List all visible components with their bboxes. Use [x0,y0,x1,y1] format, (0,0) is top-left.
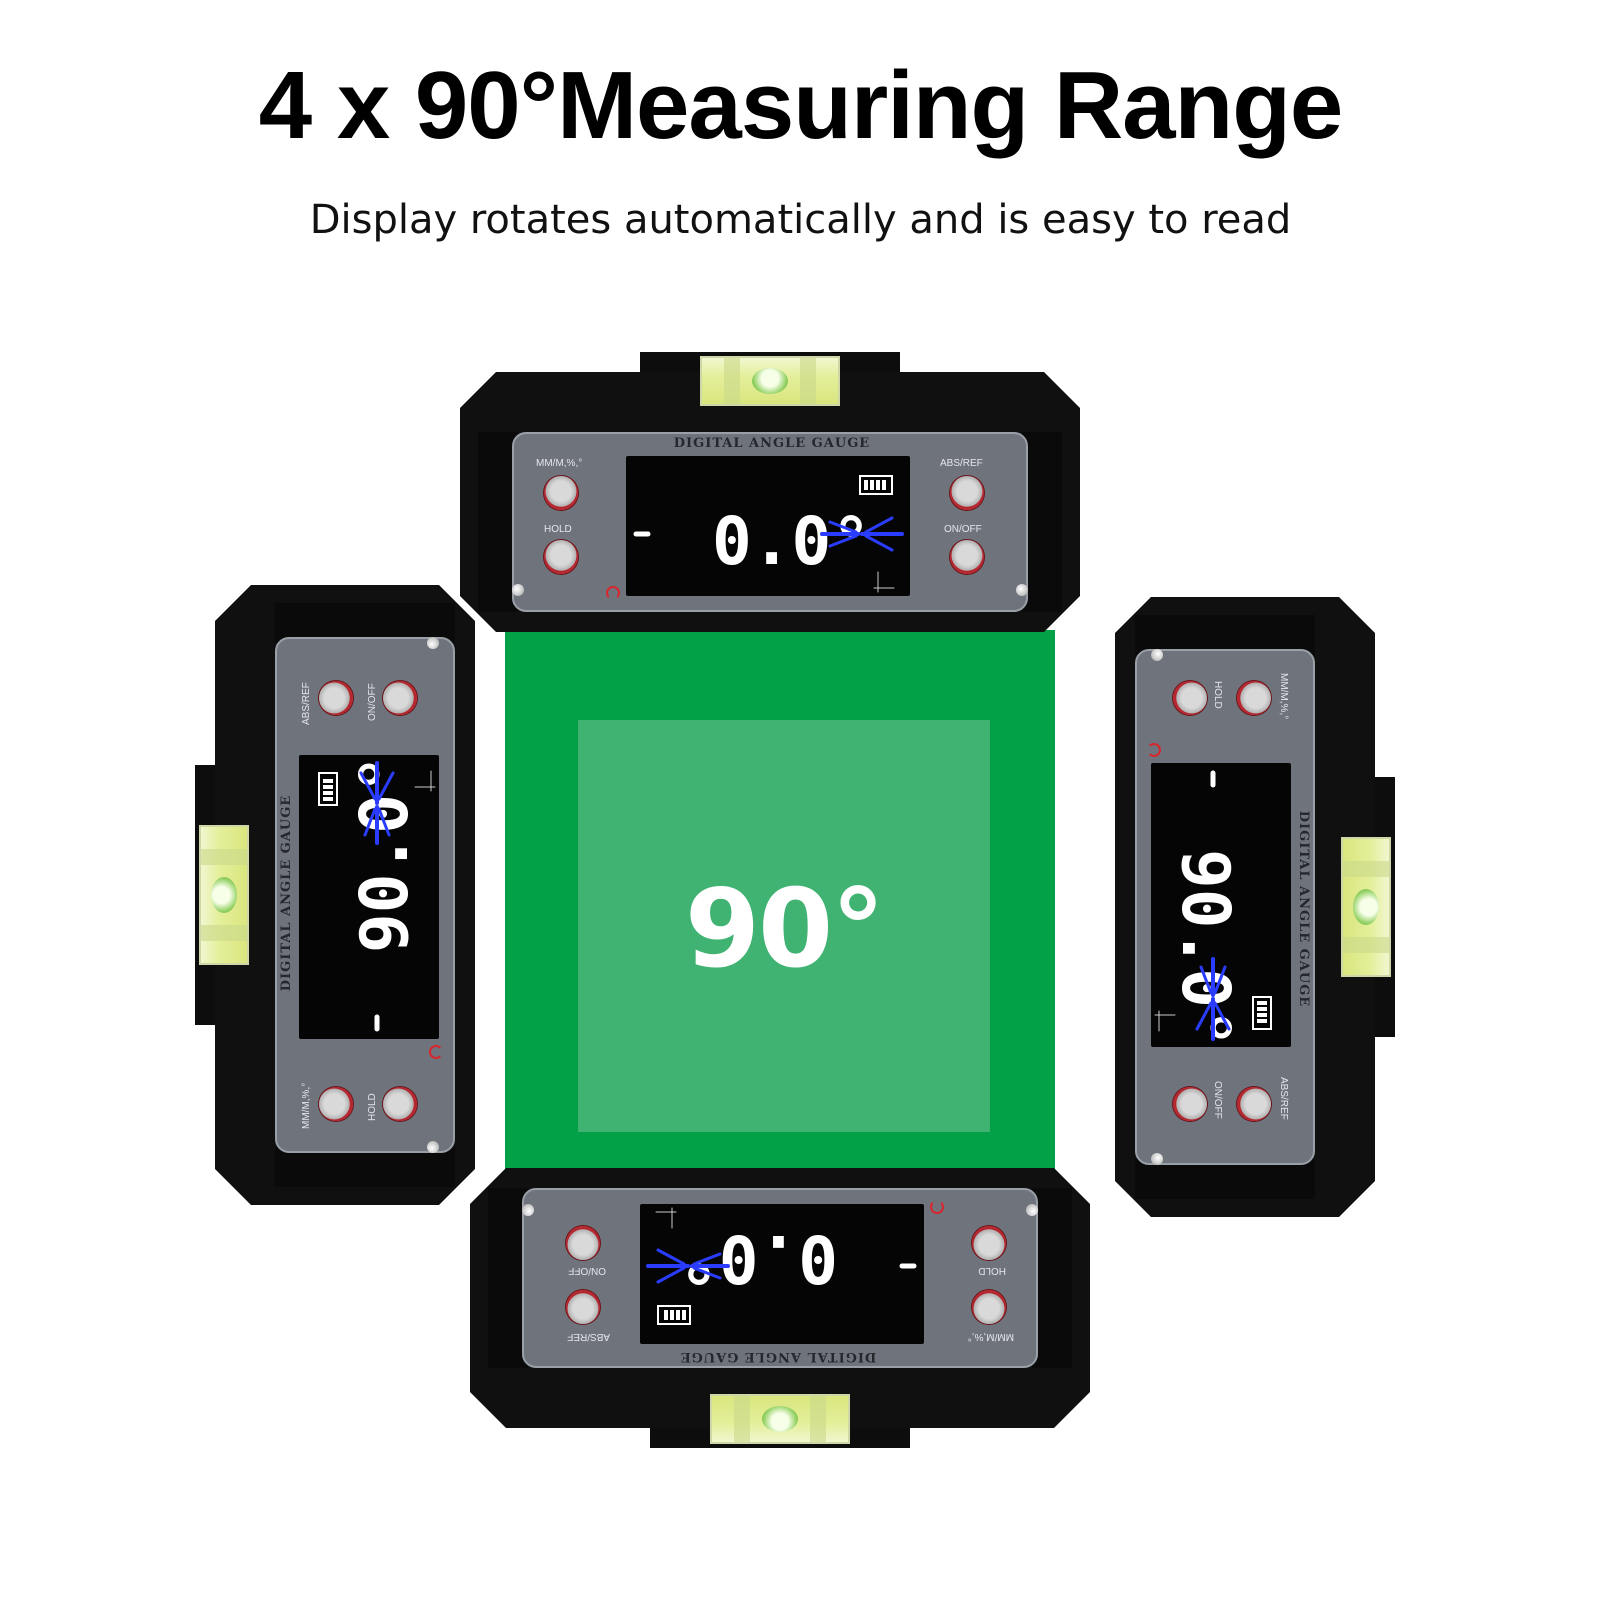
unit-button-label: MM/M,%,° [1278,673,1289,720]
lcd-reading-value: 90.0° [346,755,423,953]
lcd-readout: 0.0° [633,475,904,593]
onoff-button-label: ON/OFF [944,524,982,535]
screw-icon [1151,649,1163,661]
absref-button-label: ABS/REF [301,682,312,725]
unit-button[interactable] [972,1290,1006,1324]
battery-icon [657,1305,691,1325]
battery-icon [318,772,338,806]
onoff-button-label: ON/OFF [568,1265,606,1276]
angle-label: 90° [684,866,885,992]
spirit-level-icon [710,1394,850,1444]
lcd-reading-value: 0.0° [679,1220,838,1297]
screw-icon [427,1141,439,1153]
spirit-level-icon [1341,837,1391,977]
gauge-bottom: DIGITAL ANGLE GAUGE MM/M,%,° HOLD ABS/RE… [470,1158,1090,1448]
headline: 4 x 90°Measuring Range [258,52,1343,159]
hold-button[interactable] [383,1087,417,1121]
magnet-icon [930,1200,944,1214]
absref-button[interactable] [566,1290,600,1324]
battery-icon [1252,996,1272,1030]
lcd-display: 90.0° [299,755,439,1039]
unit-button[interactable] [1237,681,1271,715]
gauge-faceplate: DIGITAL ANGLE GAUGE MM/M,%,° HOLD ABS/RE… [275,637,455,1153]
screw-icon [1151,1153,1163,1165]
gauge-foot-left [478,432,518,612]
onoff-button[interactable] [383,681,417,715]
onoff-button[interactable] [1173,1087,1207,1121]
lcd-readout: 90.0° [318,755,436,1032]
hold-button-label: HOLD [544,524,572,535]
gauge-right: DIGITAL ANGLE GAUGE MM/M,%,° HOLD ABS/RE… [1105,597,1395,1217]
screw-icon [427,637,439,649]
gauge-faceplate: DIGITAL ANGLE GAUGE MM/M,%,° HOLD ABS/RE… [512,432,1028,612]
screw-icon [522,1204,534,1216]
subheadline: Display rotates automatically and is eas… [309,197,1292,243]
gauge-foot-left [1032,1188,1072,1368]
gauge-left: DIGITAL ANGLE GAUGE MM/M,%,° HOLD ABS/RE… [195,585,485,1205]
lcd-display: 90.0° [1151,763,1291,1047]
green-square-inner: 90° [578,720,990,1132]
unit-button[interactable] [544,476,578,510]
gauge-foot-right [1022,432,1062,612]
hold-button[interactable] [1173,681,1207,715]
lcd-display: 0.0° [626,456,910,596]
lcd-readout: 0.0° [646,1207,917,1325]
absref-button-label: ABS/REF [1278,1077,1289,1120]
magnet-icon [606,586,620,600]
magnet-icon [429,1045,443,1059]
magnet-icon [1147,743,1161,757]
brand-text: DIGITAL ANGLE GAUGE [679,1349,877,1364]
onoff-button-label: ON/OFF [367,683,378,721]
unit-button-label: MM/M,%,° [536,458,583,469]
lcd-readout: 90.0° [1154,770,1272,1047]
lcd-reading-value: 90.0° [1167,849,1244,1047]
screw-icon [512,584,524,596]
spirit-level-icon [700,356,840,406]
unit-button[interactable] [319,1087,353,1121]
brand-text: DIGITAL ANGLE GAUGE [1296,810,1311,1008]
onoff-button[interactable] [950,540,984,574]
hold-button-label: HOLD [367,1093,378,1121]
brand-text: DIGITAL ANGLE GAUGE [279,794,294,992]
absref-button-label: ABS/REF [940,458,983,469]
absref-button[interactable] [950,476,984,510]
hold-button-label: HOLD [1212,681,1223,709]
gauge-foot-right [1135,1159,1315,1199]
absref-button[interactable] [1237,1087,1271,1121]
battery-icon [859,475,893,495]
absref-button-label: ABS/REF [567,1331,610,1342]
screw-icon [1016,584,1028,596]
spirit-level-icon [199,825,249,965]
hold-button-label: HOLD [978,1265,1006,1276]
gauge-faceplate: DIGITAL ANGLE GAUGE MM/M,%,° HOLD ABS/RE… [522,1188,1038,1368]
gauge-faceplate: DIGITAL ANGLE GAUGE MM/M,%,° HOLD ABS/RE… [1135,649,1315,1165]
onoff-button-label: ON/OFF [1212,1081,1223,1119]
onoff-button[interactable] [566,1226,600,1260]
lcd-display: 0.0° [640,1204,924,1344]
hold-button[interactable] [972,1226,1006,1260]
absref-button[interactable] [319,681,353,715]
unit-button-label: MM/M,%,° [301,1082,312,1129]
brand-text: DIGITAL ANGLE GAUGE [673,436,871,451]
screw-icon [1026,1204,1038,1216]
hold-button[interactable] [544,540,578,574]
lcd-reading-value: 0.0° [712,503,871,580]
unit-button-label: MM/M,%,° [967,1331,1014,1342]
gauge-top: DIGITAL ANGLE GAUGE MM/M,%,° HOLD ABS/RE… [460,352,1080,642]
gauge-foot-left [275,1147,455,1187]
